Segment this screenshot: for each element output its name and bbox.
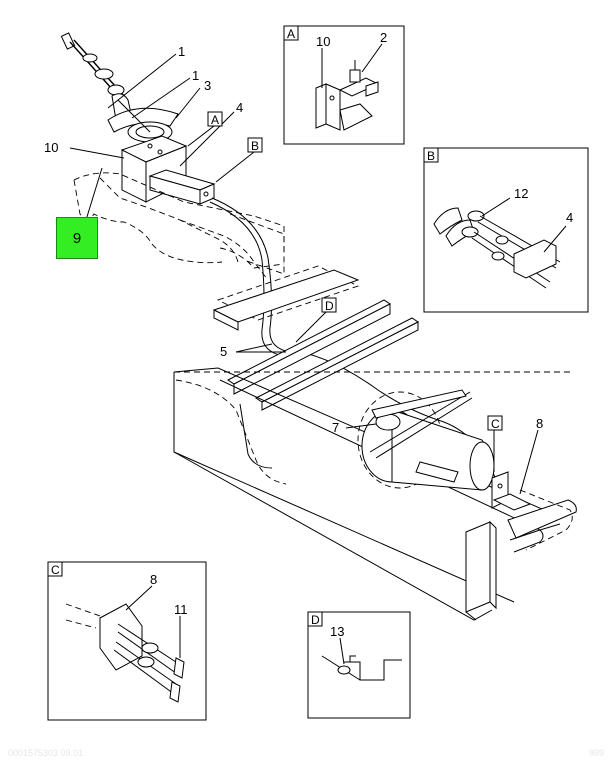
ref-box-b-label: B xyxy=(251,139,259,153)
detail-b-callout-4: 4 xyxy=(566,210,573,225)
detail-d: D 13 xyxy=(307,611,411,719)
main-callouts: 1 1 3 4 10 A B D 5 7 C 8 xyxy=(44,44,543,495)
callout-7: 7 xyxy=(332,420,339,435)
ref-box-b xyxy=(247,137,263,153)
highlighted-part-9[interactable]: 9 xyxy=(56,217,98,259)
shifter-housing xyxy=(120,135,216,205)
detail-c-callout-8: 8 xyxy=(150,572,157,587)
ref-box-c-label: C xyxy=(491,417,500,431)
detail-a: A 10 2 xyxy=(283,25,405,145)
detail-a-label: A xyxy=(287,27,295,41)
detail-b-callout-12: 12 xyxy=(514,186,528,201)
callout-4: 4 xyxy=(236,100,243,115)
detail-a-callout-2: 2 xyxy=(380,30,387,45)
detail-c: C 8 11 xyxy=(47,561,207,721)
footer-code: 0001575303 09.01 xyxy=(8,748,84,758)
ref-box-c xyxy=(487,415,503,431)
detail-d-callout-13: 13 xyxy=(330,624,344,639)
main-assembly xyxy=(60,32,577,621)
callout-3: 3 xyxy=(204,78,211,93)
footer-code-right: 999 xyxy=(588,748,604,758)
detail-b: B 12 4 xyxy=(423,147,589,313)
detail-b-label: B xyxy=(427,149,435,163)
detail-a-callout-10: 10 xyxy=(316,34,330,49)
detail-d-label: D xyxy=(311,613,320,627)
ref-box-a xyxy=(207,111,223,127)
callout-8: 8 xyxy=(536,416,543,431)
floor-plate xyxy=(212,265,360,331)
bracket-8 xyxy=(491,471,577,553)
callout-5: 5 xyxy=(220,344,227,359)
frame-rails xyxy=(173,299,574,621)
shift-lever xyxy=(60,32,179,143)
callout-10: 10 xyxy=(44,140,58,155)
highlighted-part-label: 9 xyxy=(72,229,82,247)
callout-1-upper: 1 xyxy=(178,44,185,59)
ref-box-d xyxy=(321,297,337,313)
cab-floor xyxy=(73,172,285,281)
ref-box-d-label: D xyxy=(325,299,334,313)
detail-c-callout-11: 11 xyxy=(174,602,188,617)
transmission xyxy=(357,389,495,491)
callout-1-lower: 1 xyxy=(192,68,199,83)
detail-c-label: C xyxy=(51,563,60,577)
ref-box-a-label: A xyxy=(211,113,219,127)
